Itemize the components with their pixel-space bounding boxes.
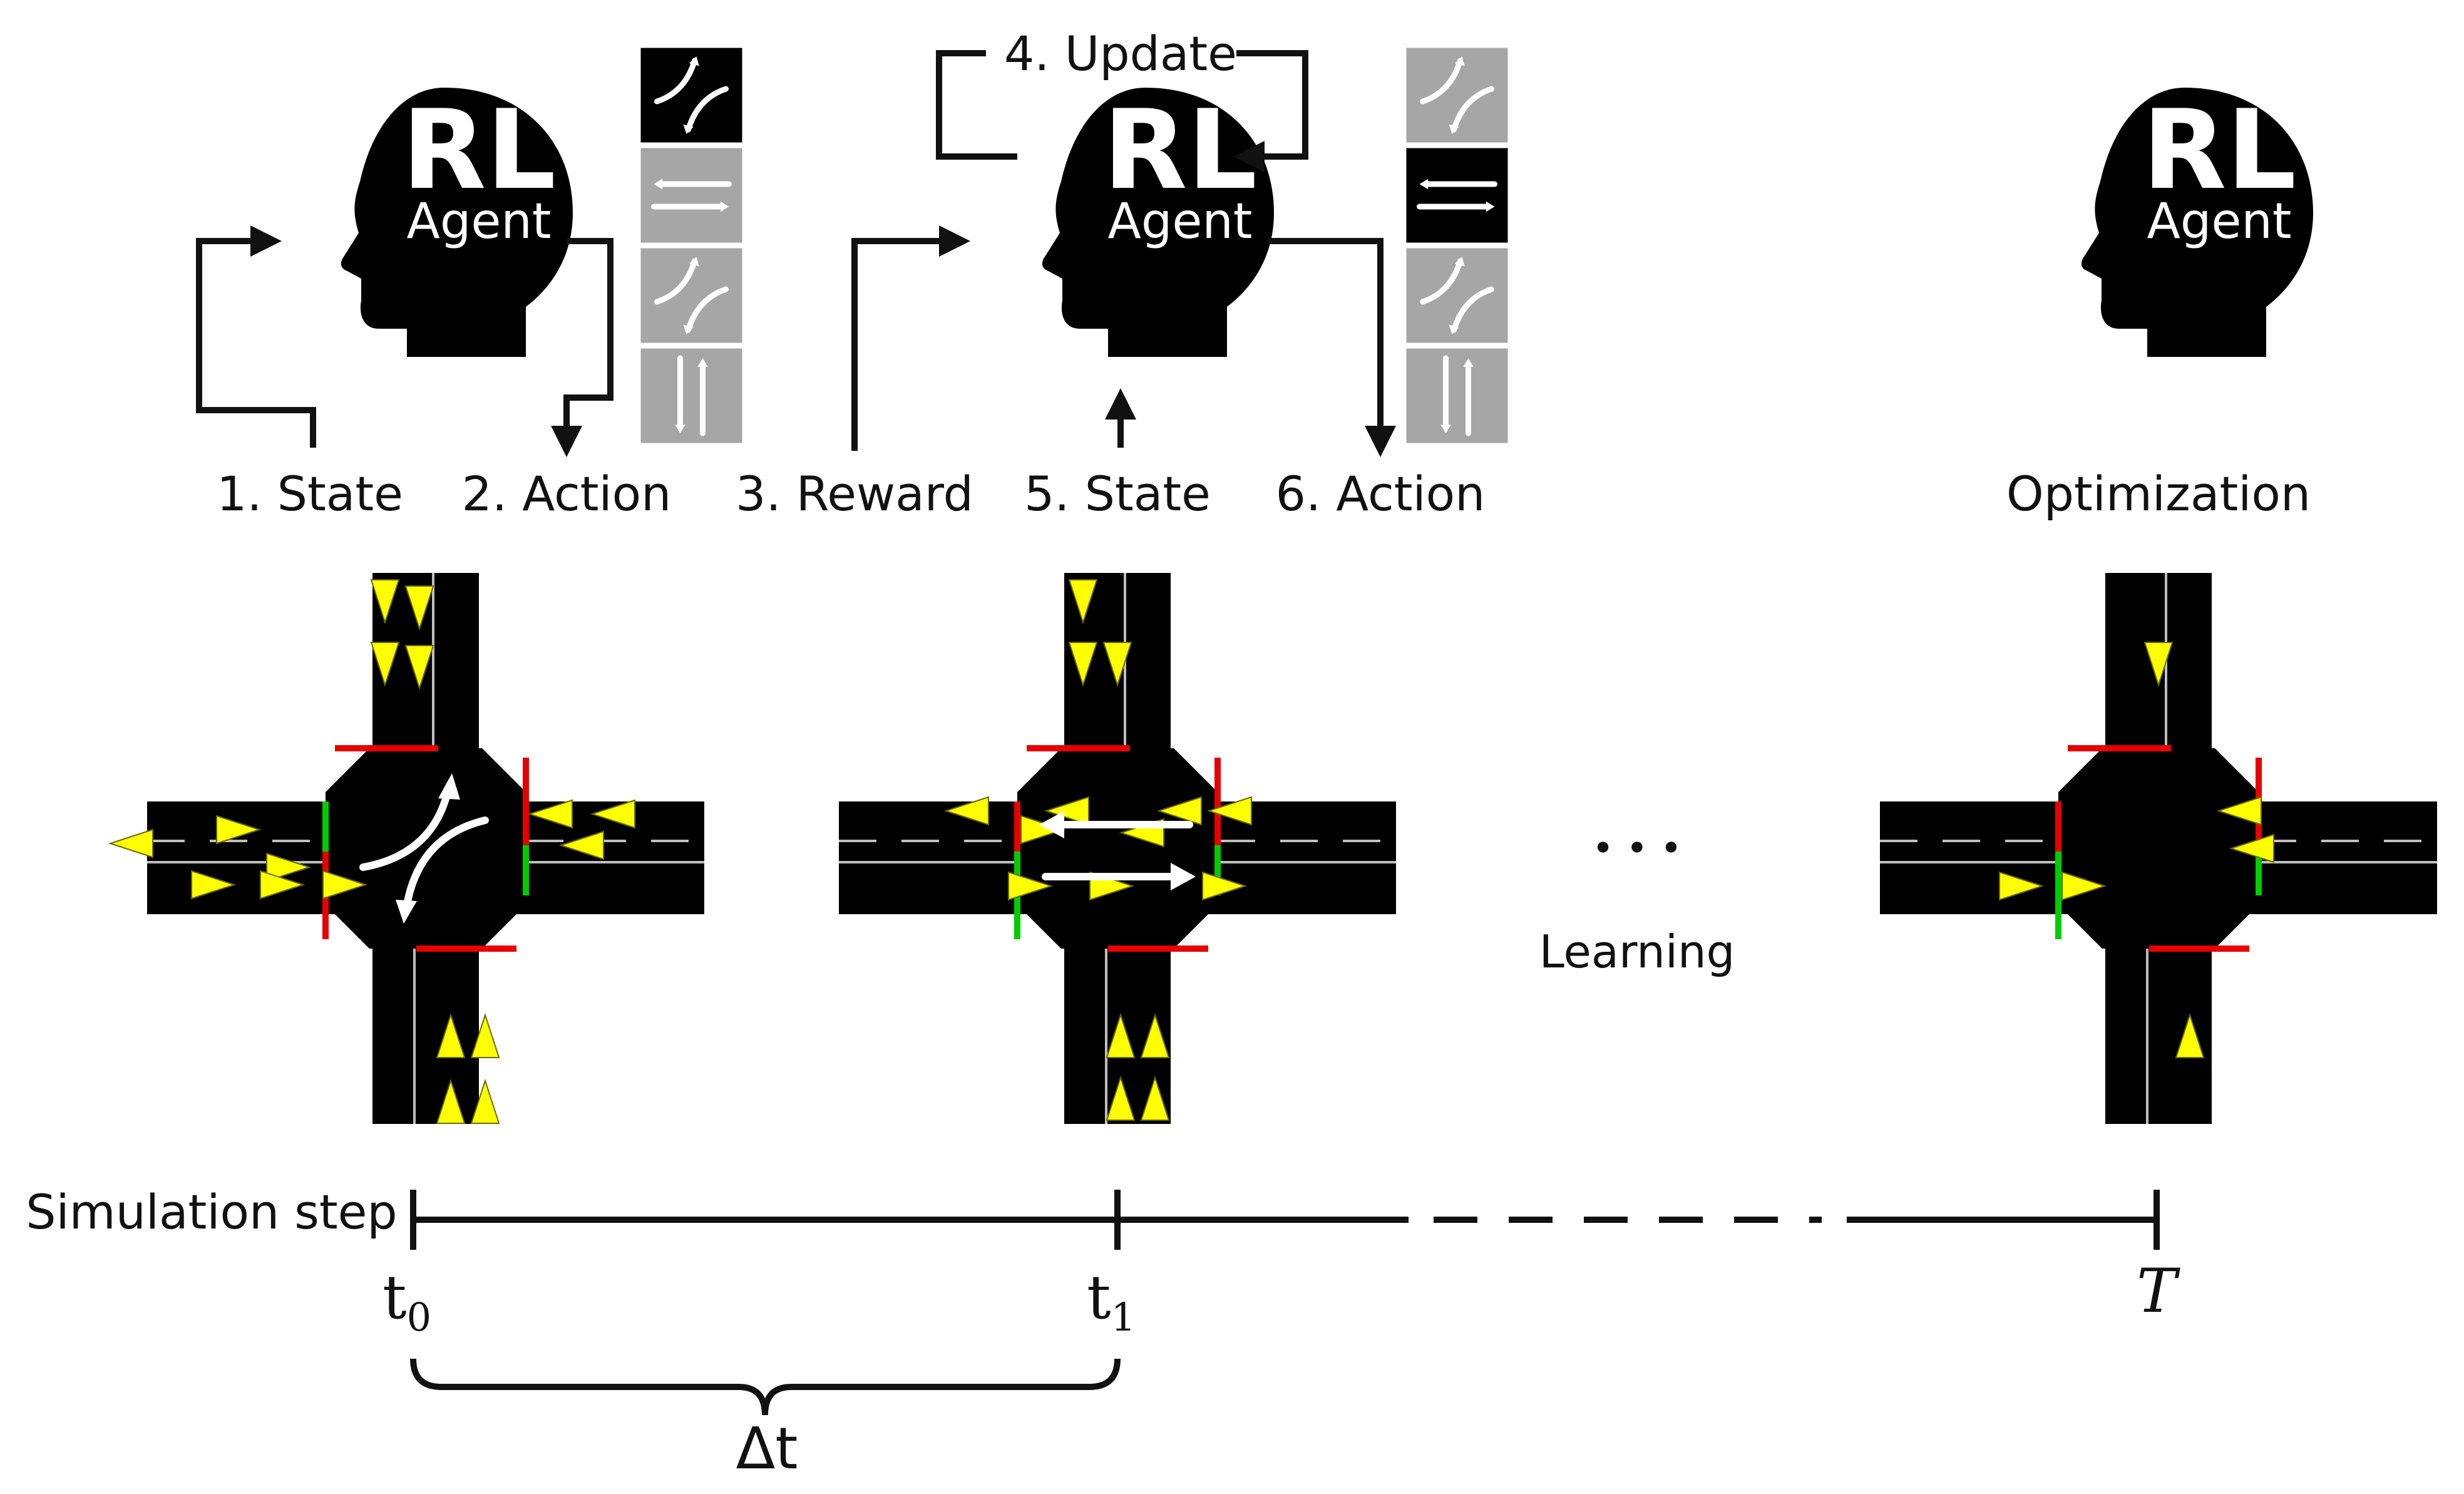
agent-2-subtitle: Agent — [1108, 193, 1253, 250]
phase-through-ns-icon — [639, 346, 744, 445]
agent-1-title: RL — [402, 87, 556, 214]
vehicle — [1202, 871, 1248, 901]
vehicle — [1068, 579, 1098, 625]
vehicle — [1020, 815, 1066, 845]
interval-label: Δt — [736, 1415, 798, 1482]
phase-panel-2 — [1404, 46, 1510, 445]
vehicle — [1102, 642, 1132, 688]
intersection-t1 — [839, 573, 1396, 1124]
label-action-2: 2. Action — [462, 466, 672, 522]
movement-arrowhead — [1039, 811, 1064, 838]
ellipsis: • • • — [1592, 827, 1682, 870]
vehicle — [216, 815, 262, 845]
vehicle — [108, 828, 153, 858]
phase-left-turn-mirror-icon — [639, 246, 744, 345]
vehicle — [1156, 796, 1202, 826]
timeline: Simulation step t0 t1 T Δt — [26, 1184, 2180, 1482]
agent-1-subtitle: Agent — [407, 193, 552, 250]
agent-3-title: RL — [2142, 87, 2296, 214]
vehicle — [1140, 1075, 1170, 1121]
head-silhouette — [2081, 88, 2313, 357]
phase-panel-1 — [639, 46, 744, 445]
vehicle — [404, 585, 434, 631]
reward-arrow-3 — [851, 225, 970, 451]
state-arrow-1 — [196, 225, 316, 448]
head-silhouette — [1042, 88, 1274, 357]
vehicle — [404, 645, 434, 691]
vehicle — [436, 1078, 466, 1124]
vehicle — [1140, 1012, 1170, 1058]
movement-arrow — [359, 788, 451, 871]
phase-through-ns-icon — [1404, 346, 1510, 445]
label-learning: Learning — [1539, 925, 1735, 978]
head-silhouette — [341, 88, 573, 357]
movement-arrow — [403, 817, 489, 909]
label-optimization: Optimization — [2006, 466, 2311, 522]
label-state-1: 1. State — [217, 466, 403, 522]
tick-label-T: T — [2137, 1256, 2180, 1326]
vehicle — [436, 1012, 466, 1058]
label-update-4: 4. Update — [1004, 26, 1237, 81]
vehicle — [527, 799, 573, 829]
interval-brace — [410, 1358, 1121, 1416]
label-state-5: 5. State — [1024, 466, 1211, 522]
action-arrow-2 — [551, 238, 613, 457]
phase-through-ew-icon — [639, 146, 744, 245]
tick-label-t0: t0 — [382, 1262, 431, 1340]
movement-arrowhead — [438, 773, 460, 800]
label-reward-3: 3. Reward — [736, 466, 973, 522]
phase-panels — [639, 46, 1510, 445]
junction-box — [2058, 748, 2259, 949]
intersection-T — [1880, 573, 2437, 1124]
vehicle — [943, 796, 989, 826]
vehicle — [1068, 642, 1098, 688]
vehicle — [590, 799, 635, 829]
flow-arrows — [196, 50, 1396, 457]
step-labels: 1. State 2. Action 3. Reward 4. Update 5… — [217, 26, 2311, 978]
vehicle — [322, 870, 368, 900]
vehicle — [1044, 796, 1089, 826]
vehicle — [1206, 796, 1252, 826]
update-arrow-4b — [1233, 50, 1308, 172]
update-arrow-4 — [936, 50, 1017, 160]
movement-arrowhead — [1171, 863, 1196, 890]
vehicle — [1106, 1075, 1136, 1121]
phase-through-ew-icon — [1404, 146, 1510, 245]
junction-box — [326, 748, 526, 949]
vehicle — [558, 830, 604, 860]
label-action-6: 6. Action — [1276, 466, 1486, 522]
action-arrow-6 — [1268, 238, 1396, 457]
tick-label-t1: t1 — [1087, 1262, 1136, 1340]
agent-2-title: RL — [1103, 87, 1257, 214]
intersection-t0 — [108, 573, 704, 1124]
vehicle — [2175, 1012, 2205, 1058]
vehicle — [1008, 871, 1054, 901]
vehicle — [370, 642, 400, 688]
movement-arrowhead — [396, 900, 417, 924]
vehicle — [470, 1012, 500, 1058]
timeline-label: Simulation step — [26, 1184, 397, 1240]
vehicle — [1999, 871, 2045, 901]
vehicle — [260, 870, 305, 900]
junction-box — [1017, 748, 1218, 949]
vehicle — [1106, 1012, 1136, 1058]
phase-left-turn-icon — [639, 46, 744, 145]
vehicle — [2216, 796, 2262, 826]
phase-left-turn-mirror-icon — [1404, 246, 1510, 345]
vehicle — [266, 852, 312, 882]
vehicle — [191, 870, 237, 900]
intersections — [108, 573, 2437, 1124]
vehicle — [2229, 833, 2274, 863]
phase-left-turn-icon — [1404, 46, 1510, 145]
vehicle — [470, 1078, 500, 1124]
vehicle — [2143, 642, 2174, 688]
agent-3-subtitle: Agent — [2147, 193, 2292, 250]
vehicle — [370, 579, 400, 625]
vehicle — [2061, 871, 2107, 901]
